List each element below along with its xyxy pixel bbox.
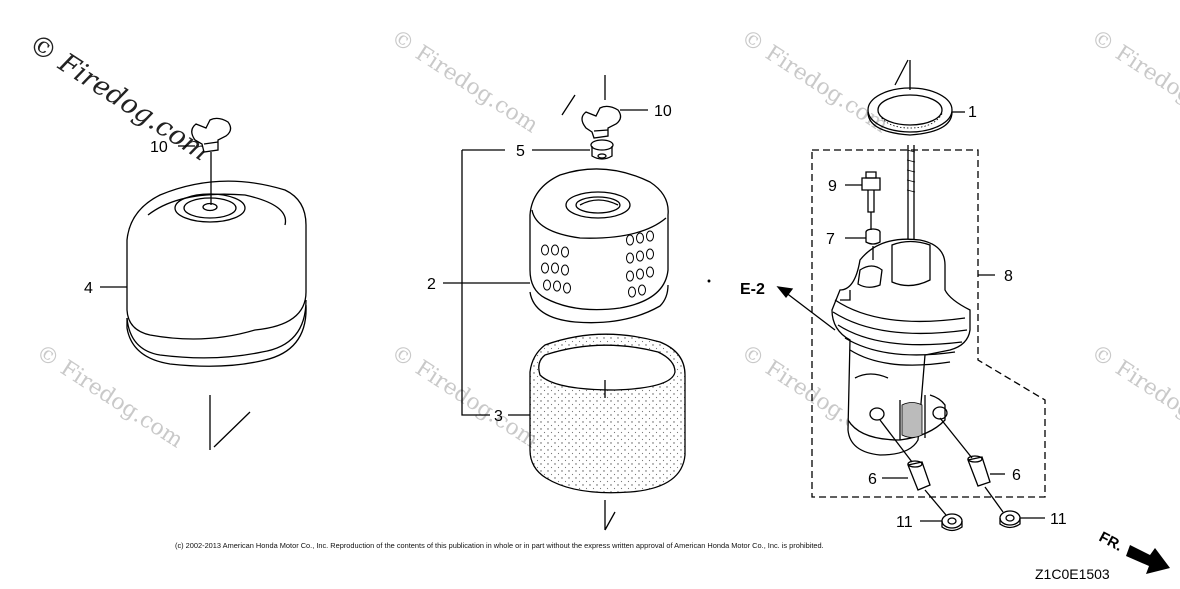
seal-ring bbox=[867, 59, 953, 136]
collar bbox=[865, 228, 881, 260]
flange-nut-left bbox=[924, 489, 963, 532]
diagram-code: Z1C0E1503 bbox=[1035, 566, 1110, 582]
flange-nut-right bbox=[984, 486, 1021, 529]
grommet bbox=[590, 139, 614, 160]
callout-9: 9 bbox=[828, 178, 837, 195]
callout-10-left: 10 bbox=[150, 139, 168, 156]
callout-11-left: 11 bbox=[896, 514, 913, 531]
dowel-pin-left bbox=[879, 419, 931, 491]
callout-2: 2 bbox=[427, 276, 436, 293]
callout-4: 4 bbox=[84, 280, 93, 297]
callout-3: 3 bbox=[494, 408, 503, 425]
callout-5: 5 bbox=[516, 143, 525, 160]
stud-bolt bbox=[907, 145, 915, 245]
callout-11-right: 11 bbox=[1050, 511, 1067, 528]
reference-label: E-2 bbox=[740, 281, 765, 298]
assembly-box bbox=[811, 149, 1046, 498]
copyright-notice: (c) 2002-2013 American Honda Motor Co., … bbox=[175, 541, 824, 550]
foam-element bbox=[529, 333, 686, 531]
callout-7: 7 bbox=[826, 231, 835, 248]
air-filter-element bbox=[529, 168, 669, 324]
callout-8: 8 bbox=[1004, 268, 1013, 285]
callout-6-right: 6 bbox=[1012, 467, 1021, 484]
callout-1: 1 bbox=[968, 104, 977, 121]
front-label: FR. bbox=[1096, 529, 1125, 555]
air-cleaner-cover bbox=[126, 180, 307, 450]
callout-6-left: 6 bbox=[868, 471, 877, 488]
callout-10-middle: 10 bbox=[654, 103, 672, 120]
bracket-line bbox=[461, 150, 490, 416]
flange-bolt bbox=[861, 171, 881, 230]
wing-nut-middle bbox=[561, 75, 622, 139]
dowel-pin-right bbox=[939, 417, 991, 487]
wing-nut-left bbox=[191, 117, 232, 205]
elbow-housing bbox=[831, 238, 971, 456]
e2-arrow bbox=[784, 291, 836, 331]
